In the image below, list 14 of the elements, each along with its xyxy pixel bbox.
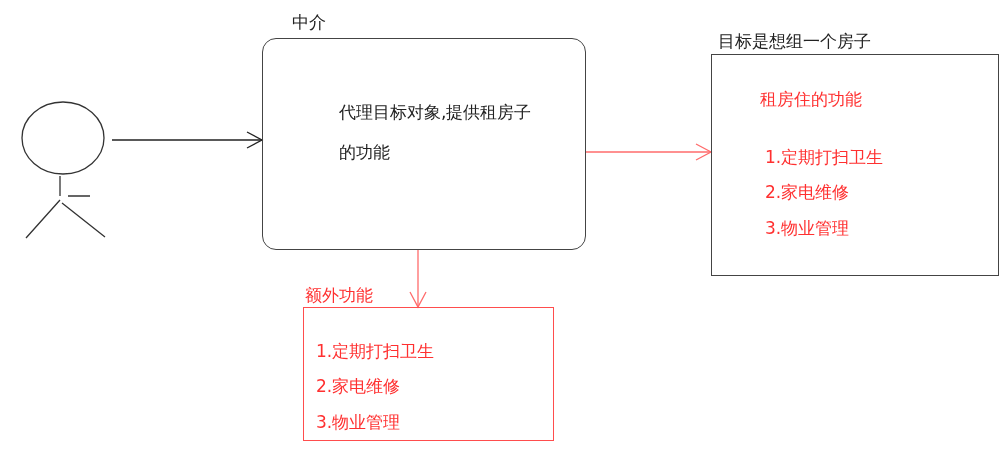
box-title: 中介 <box>292 11 326 33</box>
arrow <box>111 131 263 149</box>
box-title: 目标是想组一个房子 <box>718 30 871 52</box>
list-item: 3.物业管理 <box>765 217 850 239</box>
list-item: 1.定期打扫卫生 <box>316 340 435 362</box>
list-item: 1.定期打扫卫生 <box>765 146 884 168</box>
box-text: 代理目标对象,提供租房子的功能 <box>339 101 533 164</box>
arrow <box>409 249 427 308</box>
box-title: 额外功能 <box>305 284 373 306</box>
feature-heading: 租房住的功能 <box>760 88 862 110</box>
list-item: 2.家电维修 <box>316 375 401 397</box>
list-item: 3.物业管理 <box>316 411 401 433</box>
arrow <box>585 143 712 161</box>
list-item: 2.家电维修 <box>765 181 850 203</box>
